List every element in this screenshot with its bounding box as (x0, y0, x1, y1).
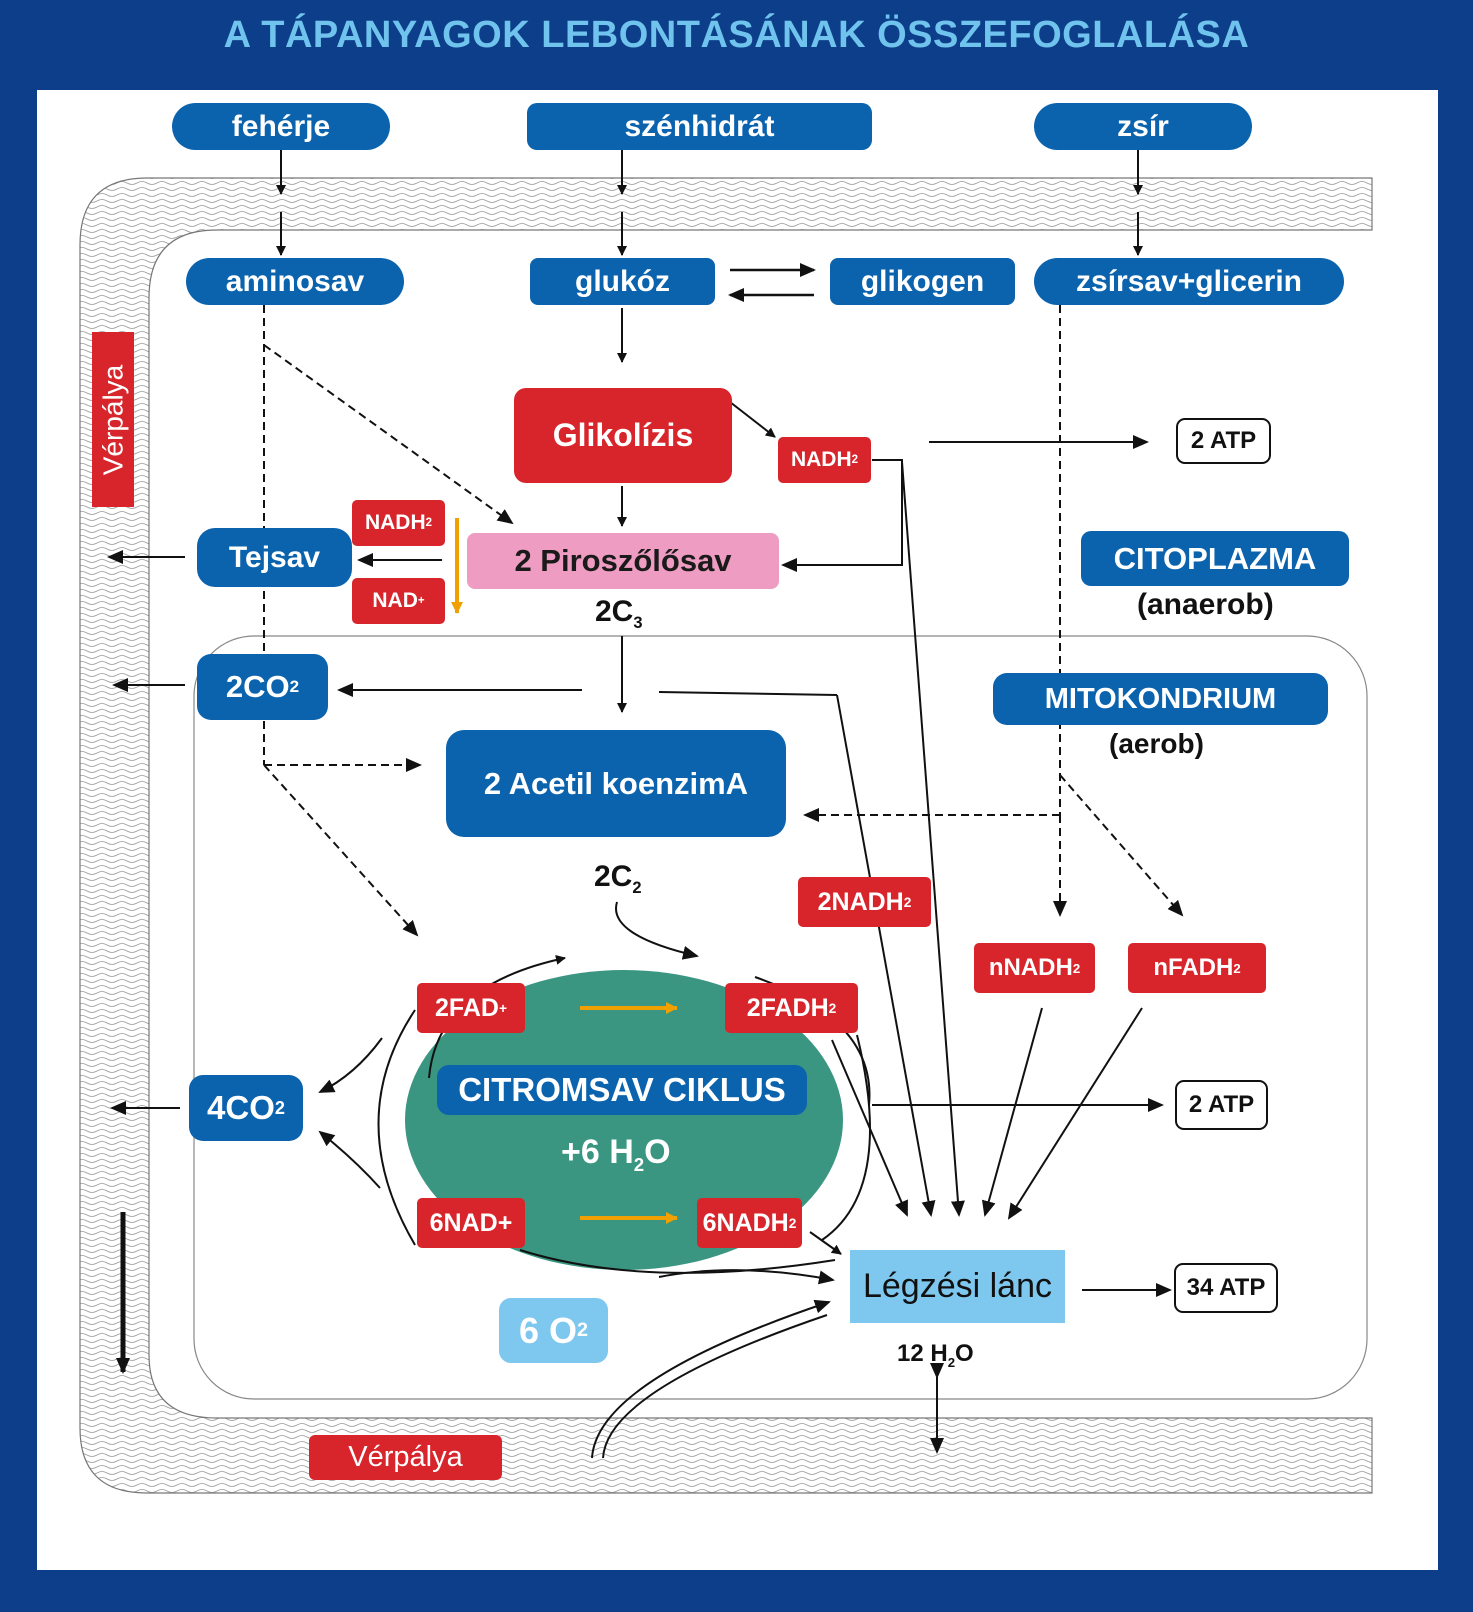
cycle-atp: 2 ATP (1175, 1080, 1268, 1130)
cytoplasm-label: CITOPLAZMA (1081, 531, 1349, 586)
cycle-arc-right (821, 1034, 871, 1241)
cycle-arc-left (377, 1009, 416, 1246)
mitochondrion-label: MITOKONDRIUM (993, 673, 1328, 725)
nutrient-carbohydrate: szénhidrát (527, 103, 872, 150)
respiration-water: 12 H2O (897, 1340, 974, 1370)
glycolysis-atp: 2 ATP (1176, 418, 1271, 464)
respiratory-chain: Légzési lánc (850, 1250, 1065, 1323)
acetyl-carbon: 2C2 (594, 860, 642, 897)
lactic-acid: Tejsav (197, 528, 352, 587)
cycle-water: +6 H2O (561, 1133, 671, 1175)
mitochondrion-note: (aerob) (1109, 728, 1204, 759)
diagram-title: A TÁPANYAGOK LEBONTÁSÁNAK ÖSSZEFOGLALÁSA (223, 14, 1250, 56)
nutrient-fat: zsír (1034, 103, 1252, 150)
cytoplasm-note: (anaerob) (1137, 588, 1274, 621)
glycogen: glikogen (830, 258, 1015, 305)
aminoacid: aminosav (186, 258, 404, 305)
dashed-arrow (1059, 774, 1184, 917)
pyruvate: 2 Piroszőlősav (467, 533, 779, 589)
diagram-panel: fehérje szénhidrát zsír aminosav glukóz … (37, 90, 1438, 1570)
cycle-nad: 6NAD+ (417, 1198, 525, 1248)
cycle-to-co2-upper (318, 1037, 383, 1093)
blood-label-side: Vérpálya (92, 332, 134, 507)
arrow (831, 1039, 908, 1217)
blood-stream (79, 177, 1373, 1494)
blood-label-side-text: Vérpálya (97, 364, 129, 475)
fatty-acid-glycerol: zsírsav+glicerin (1034, 258, 1344, 305)
arrow (658, 1269, 835, 1285)
oxygen-arrow (591, 1299, 831, 1459)
arrow (1007, 1007, 1143, 1220)
cycle-to-co2-lower (318, 1130, 381, 1189)
oxygen-arrow (602, 1314, 828, 1459)
glycolysis: Glikolízis (514, 388, 732, 483)
arrow (781, 459, 903, 572)
lactic-nad: NAD+ (352, 578, 445, 624)
citric-cycle-label: CITROMSAV CIKLUS (437, 1065, 807, 1115)
glucose: glukóz (530, 258, 715, 305)
citric-cycle-ellipse (405, 970, 843, 1270)
arrow (901, 461, 965, 1217)
arrow (658, 691, 838, 696)
blood-label-bottom: Vérpálya (309, 1435, 502, 1480)
respiration-atp: 34 ATP (1174, 1263, 1278, 1313)
cycle-fad: 2FAD+ (417, 983, 525, 1033)
acetyl-into-cycle (615, 901, 699, 960)
nutrient-protein: fehérje (172, 103, 390, 150)
arrow (809, 1231, 842, 1255)
arrow (836, 694, 936, 1217)
arrow (729, 401, 776, 438)
pyruvate-carbon: 2C3 (595, 595, 643, 632)
cycle-arc-bottom (519, 1249, 836, 1274)
arrow (981, 1007, 1043, 1217)
acetyl-coa: 2 Acetil koenzimA (446, 730, 786, 837)
dashed-arrow (263, 344, 514, 525)
